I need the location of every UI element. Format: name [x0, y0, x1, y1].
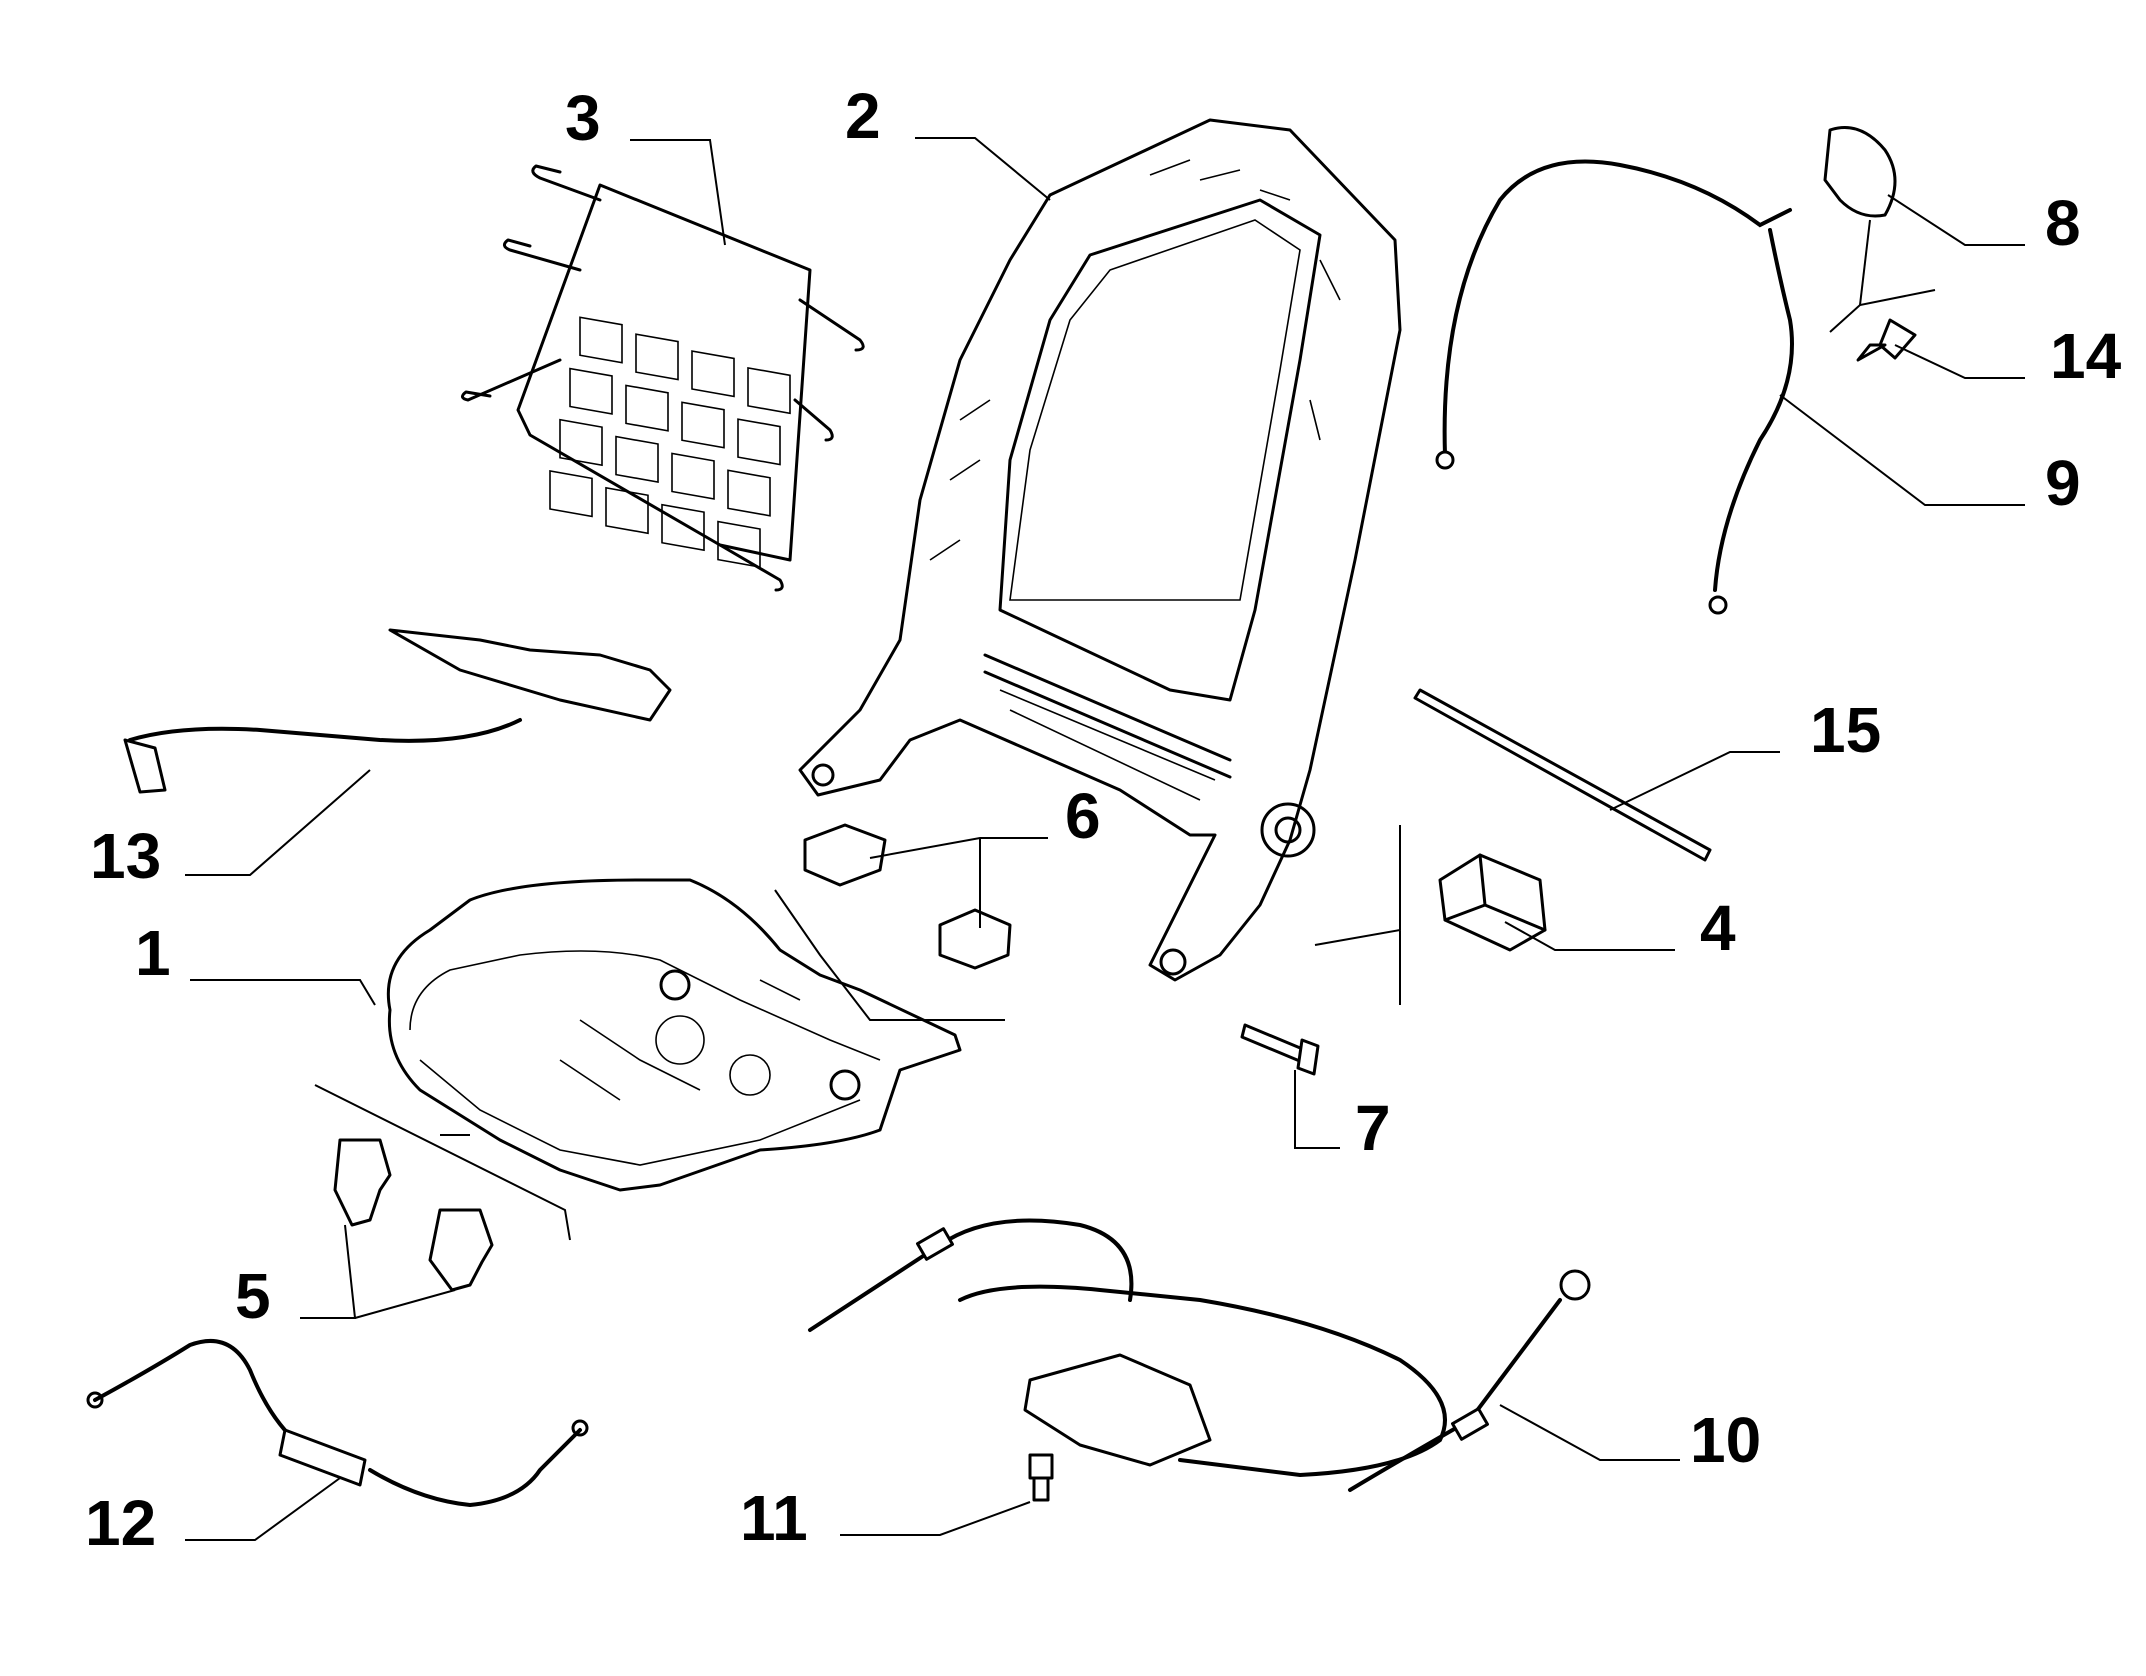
part-1-seat-pan	[386, 878, 962, 1192]
part-11-screw	[1028, 1453, 1054, 1502]
part-4-bumper	[1438, 853, 1547, 952]
callout-3: 3	[565, 82, 601, 154]
callout-5: 5	[235, 1260, 271, 1332]
callout-1: 1	[135, 917, 171, 989]
callout-12: 12	[85, 1487, 156, 1559]
callout-2: 2	[845, 80, 881, 152]
part-15-rod	[1413, 688, 1712, 862]
part-14-screw	[1856, 318, 1917, 362]
callout-4: 4	[1700, 892, 1736, 964]
part-10-cable-assembly	[808, 1218, 1591, 1492]
part-8-knob	[1823, 126, 1897, 218]
part-7-bolt	[1240, 1023, 1320, 1076]
callout-labels: 1 2 3 4 5 6 7 8 9 10 11 12 13 14 15	[85, 80, 2122, 1559]
part-12-cable	[86, 1339, 589, 1508]
callout-13: 13	[90, 820, 161, 892]
callout-9: 9	[2045, 447, 2081, 519]
callout-10: 10	[1690, 1404, 1761, 1476]
callout-8: 8	[2045, 187, 2081, 259]
part-5-clips	[333, 1138, 494, 1292]
callout-15: 15	[1810, 694, 1881, 766]
part-2-backrest-frame	[798, 118, 1402, 982]
part-3-spring-mat	[461, 164, 865, 592]
callout-14: 14	[2050, 320, 2122, 392]
callout-7: 7	[1355, 1092, 1391, 1164]
callout-11: 11	[740, 1482, 808, 1554]
part-9-release-cable	[1435, 159, 1794, 615]
callout-6: 6	[1065, 780, 1101, 852]
part-6-clips	[803, 823, 1012, 970]
leader-lines	[185, 137, 2025, 1541]
part-13-heater-wire	[123, 628, 672, 794]
